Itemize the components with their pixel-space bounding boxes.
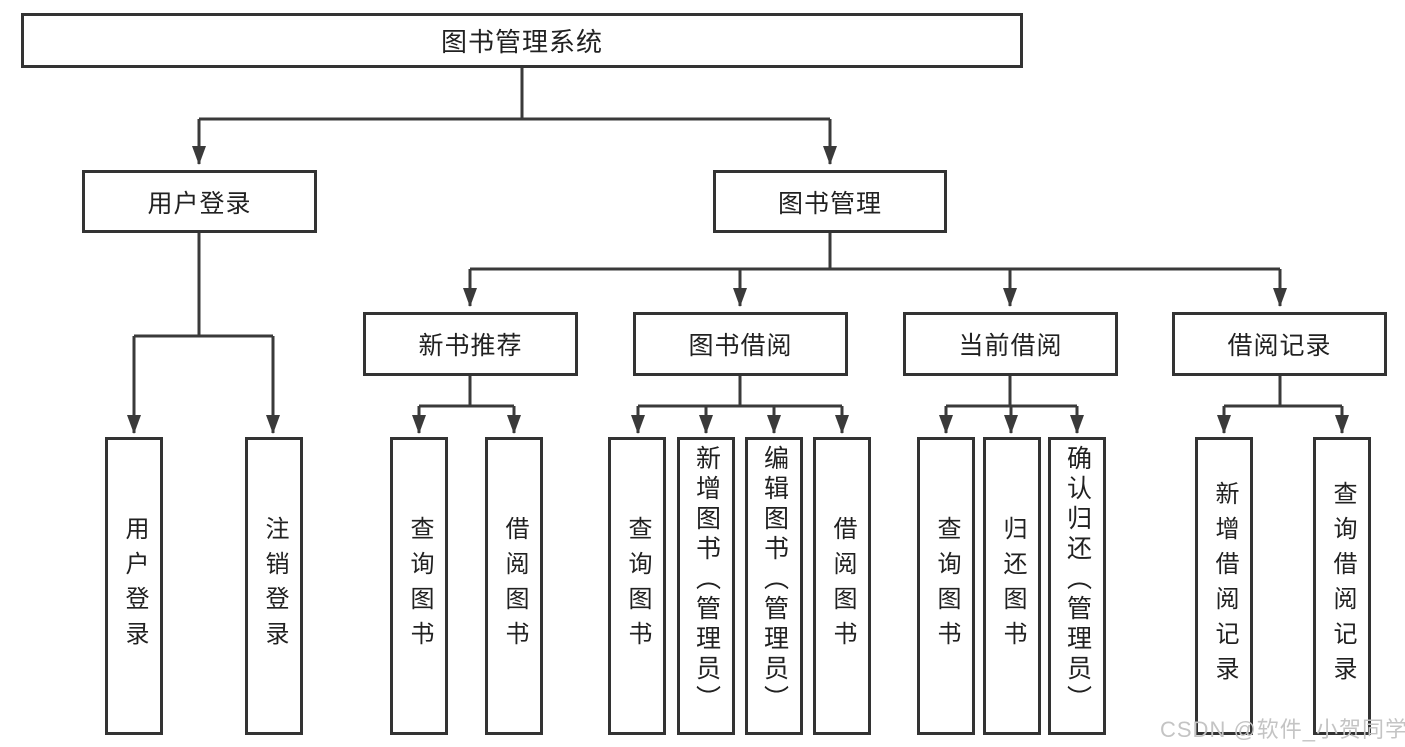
node-label: 用户登录 [147,189,252,218]
leaf-label: 新增图书（管理员） [692,445,721,715]
leaf-query-borrow-record: 查询借阅记录 [1313,437,1371,735]
leaf-label: 新增借阅记录 [1211,481,1238,691]
leaf-confirm-return-admin: 确认归还（管理员） [1048,437,1106,735]
leaf-label: 归还图书 [999,516,1026,656]
leaf-label: 用户登录 [121,516,148,656]
csdn-watermark: CSDN @软件_小贺同学 [1160,717,1405,742]
node-book-management: 图书管理 [713,170,947,233]
leaf-label: 编辑图书（管理员） [760,445,789,715]
leaf-user-login: 用户登录 [105,437,163,735]
node-label: 图书管理 [777,189,882,218]
node-label: 当前借阅 [958,332,1063,360]
node-borrowing-records: 借阅记录 [1172,312,1387,376]
leaf-edit-book-admin: 编辑图书（管理员） [745,437,803,735]
leaf-add-book-admin: 新增图书（管理员） [677,437,735,735]
node-label: 新书推荐 [418,332,523,360]
leaf-label: 确认归还（管理员） [1063,445,1092,715]
leaf-query-books-current: 查询图书 [917,437,975,735]
node-label: 图书管理系统 [440,27,603,57]
leaf-borrow-books-recommend: 借阅图书 [485,437,543,735]
leaf-label: 借阅图书 [501,516,528,656]
leaf-return-books: 归还图书 [983,437,1041,735]
node-user-login: 用户登录 [82,170,317,233]
node-label: 图书借阅 [688,332,793,360]
leaf-label: 查询图书 [406,516,433,656]
leaf-query-books-borrow: 查询图书 [608,437,666,735]
node-library-management-system: 图书管理系统 [21,13,1023,68]
leaf-logout: 注销登录 [245,437,303,735]
leaf-label: 查询图书 [624,516,651,656]
leaf-label: 查询借阅记录 [1329,481,1356,691]
node-current-borrowing: 当前借阅 [903,312,1118,376]
leaf-add-borrow-record: 新增借阅记录 [1195,437,1253,735]
node-book-borrowing: 图书借阅 [633,312,848,376]
leaf-query-books-recommend: 查询图书 [390,437,448,735]
node-new-book-recommendation: 新书推荐 [363,312,578,376]
leaf-label: 注销登录 [261,516,288,656]
leaf-label: 借阅图书 [829,516,856,656]
node-label: 借阅记录 [1227,332,1332,360]
leaf-label: 查询图书 [933,516,960,656]
leaf-borrow-books-borrow: 借阅图书 [813,437,871,735]
